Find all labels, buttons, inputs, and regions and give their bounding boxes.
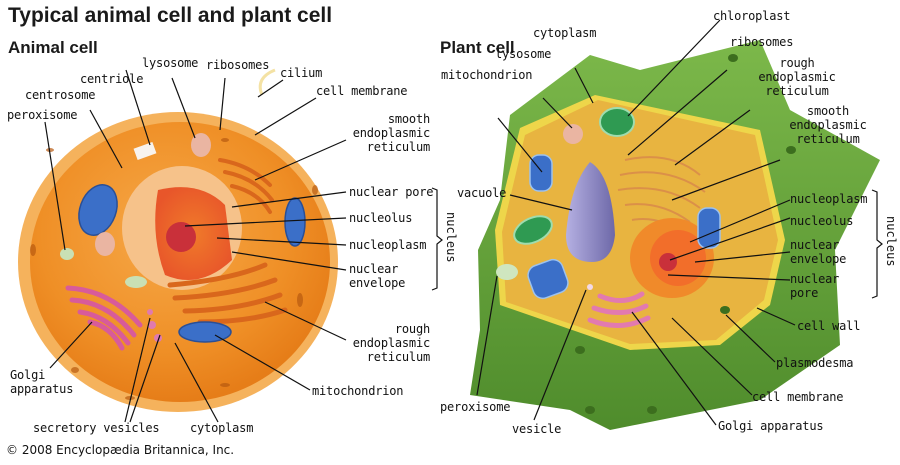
animal-cell	[18, 68, 338, 412]
plant-vacuole	[566, 162, 615, 262]
label-animal-cilium: cilium	[280, 66, 323, 80]
label-plant-nuclear-envelope: nuclear envelope	[790, 238, 847, 266]
label-animal-centriole: centriole	[80, 72, 144, 86]
label-plant-cell-membrane: cell membrane	[752, 390, 844, 404]
label-animal-peroxisome: peroxisome	[7, 108, 78, 122]
animal-mitochondrion-1	[78, 184, 118, 236]
label-plant-cytoplasm: cytoplasm	[533, 26, 597, 40]
label-animal-lysosome: lysosome	[142, 56, 199, 70]
animal-golgi	[65, 285, 143, 351]
label-plant-smooth-er: smooth endoplasmic reticulum	[789, 104, 867, 146]
label-plant-nucleolus: nucleolus	[790, 214, 854, 228]
plant-nucleoplasm-shape	[650, 230, 706, 286]
label-animal-nucleus-group: nucleus	[444, 212, 458, 263]
label-plant-ribosomes: ribosomes	[730, 35, 794, 49]
plant-mitochondrion-2	[697, 207, 721, 249]
label-plant-nucleus-group: nucleus	[884, 216, 898, 267]
plant-vesicle-shape	[587, 284, 593, 290]
animal-lysosome-1	[191, 133, 211, 157]
animal-nucleolus-shape	[166, 222, 196, 252]
plant-peroxisome-shape	[496, 264, 518, 280]
label-plant-vacuole: vacuole	[457, 186, 507, 200]
label-animal-nucleoplasm: nucleoplasm	[349, 238, 427, 252]
label-plant-nucleoplasm: nucleoplasm	[790, 192, 868, 206]
plant-lysosome-shape	[563, 124, 583, 144]
label-plant-peroxisome: peroxisome	[440, 400, 511, 414]
label-animal-secretory-vesicles: secretory vesicles	[33, 421, 160, 435]
label-plant-lysosome: lysosome	[495, 47, 552, 61]
animal-mitochondrion-2	[284, 197, 306, 247]
label-plant-nuclear-pore: nuclear pore	[790, 272, 840, 300]
plant-cell	[470, 40, 880, 430]
label-animal-mitochondrion: mitochondrion	[312, 384, 404, 398]
label-plant-plasmodesma: plasmodesma	[776, 356, 854, 370]
plant-cell-heading: Plant cell	[440, 38, 515, 57]
page-title: Typical animal cell and plant cell	[8, 4, 333, 27]
plant-golgi	[587, 291, 651, 328]
label-plant-mitochondrion: mitochondrion	[441, 68, 533, 82]
leader-lines	[44, 19, 883, 426]
animal-membrane-pores	[30, 138, 318, 400]
label-animal-ribosomes: ribosomes	[206, 58, 270, 72]
plant-cytoplasm	[502, 100, 778, 344]
animal-lysosome-2	[95, 232, 115, 256]
plant-nucleolus-shape	[659, 253, 677, 271]
label-animal-centrosome: centrosome	[25, 88, 96, 102]
animal-smooth-er	[218, 158, 274, 214]
animal-cell-heading: Animal cell	[8, 38, 98, 57]
label-animal-nuclear-envelope: nuclear envelope	[349, 262, 406, 290]
label-plant-golgi: Golgi apparatus	[718, 419, 824, 433]
animal-peroxisome-1	[60, 248, 74, 260]
label-animal-golgi: Golgi apparatus	[10, 368, 74, 396]
animal-rough-er	[167, 262, 288, 325]
label-plant-rough-er: rough endoplasmic reticulum	[758, 56, 836, 98]
plant-chloroplast-1	[599, 107, 635, 137]
animal-centriole	[133, 141, 157, 161]
label-animal-nucleolus: nucleolus	[349, 211, 413, 225]
plant-plasmodesmata	[575, 54, 796, 414]
label-plant-vesicle: vesicle	[512, 422, 562, 436]
plant-mitochondrion-3	[527, 258, 569, 300]
copyright-credit: © 2008 Encyclopædia Britannica, Inc.	[6, 443, 235, 457]
label-animal-nuclear-pore: nuclear pore	[349, 185, 434, 199]
animal-peroxisome-2	[125, 276, 147, 288]
label-animal-cell-membrane: cell membrane	[316, 84, 408, 98]
label-animal-rough-er: rough endoplasmic reticulum	[352, 322, 430, 364]
animal-mitochondrion-3	[178, 321, 232, 343]
plant-chloroplast-2	[513, 215, 553, 245]
animal-cilium	[258, 68, 276, 96]
label-animal-cytoplasm: cytoplasm	[190, 421, 254, 435]
label-plant-chloroplast: chloroplast	[713, 9, 791, 23]
label-animal-smooth-er: smooth endoplasmic reticulum	[352, 112, 430, 154]
label-plant-cell-wall: cell wall	[797, 319, 861, 333]
